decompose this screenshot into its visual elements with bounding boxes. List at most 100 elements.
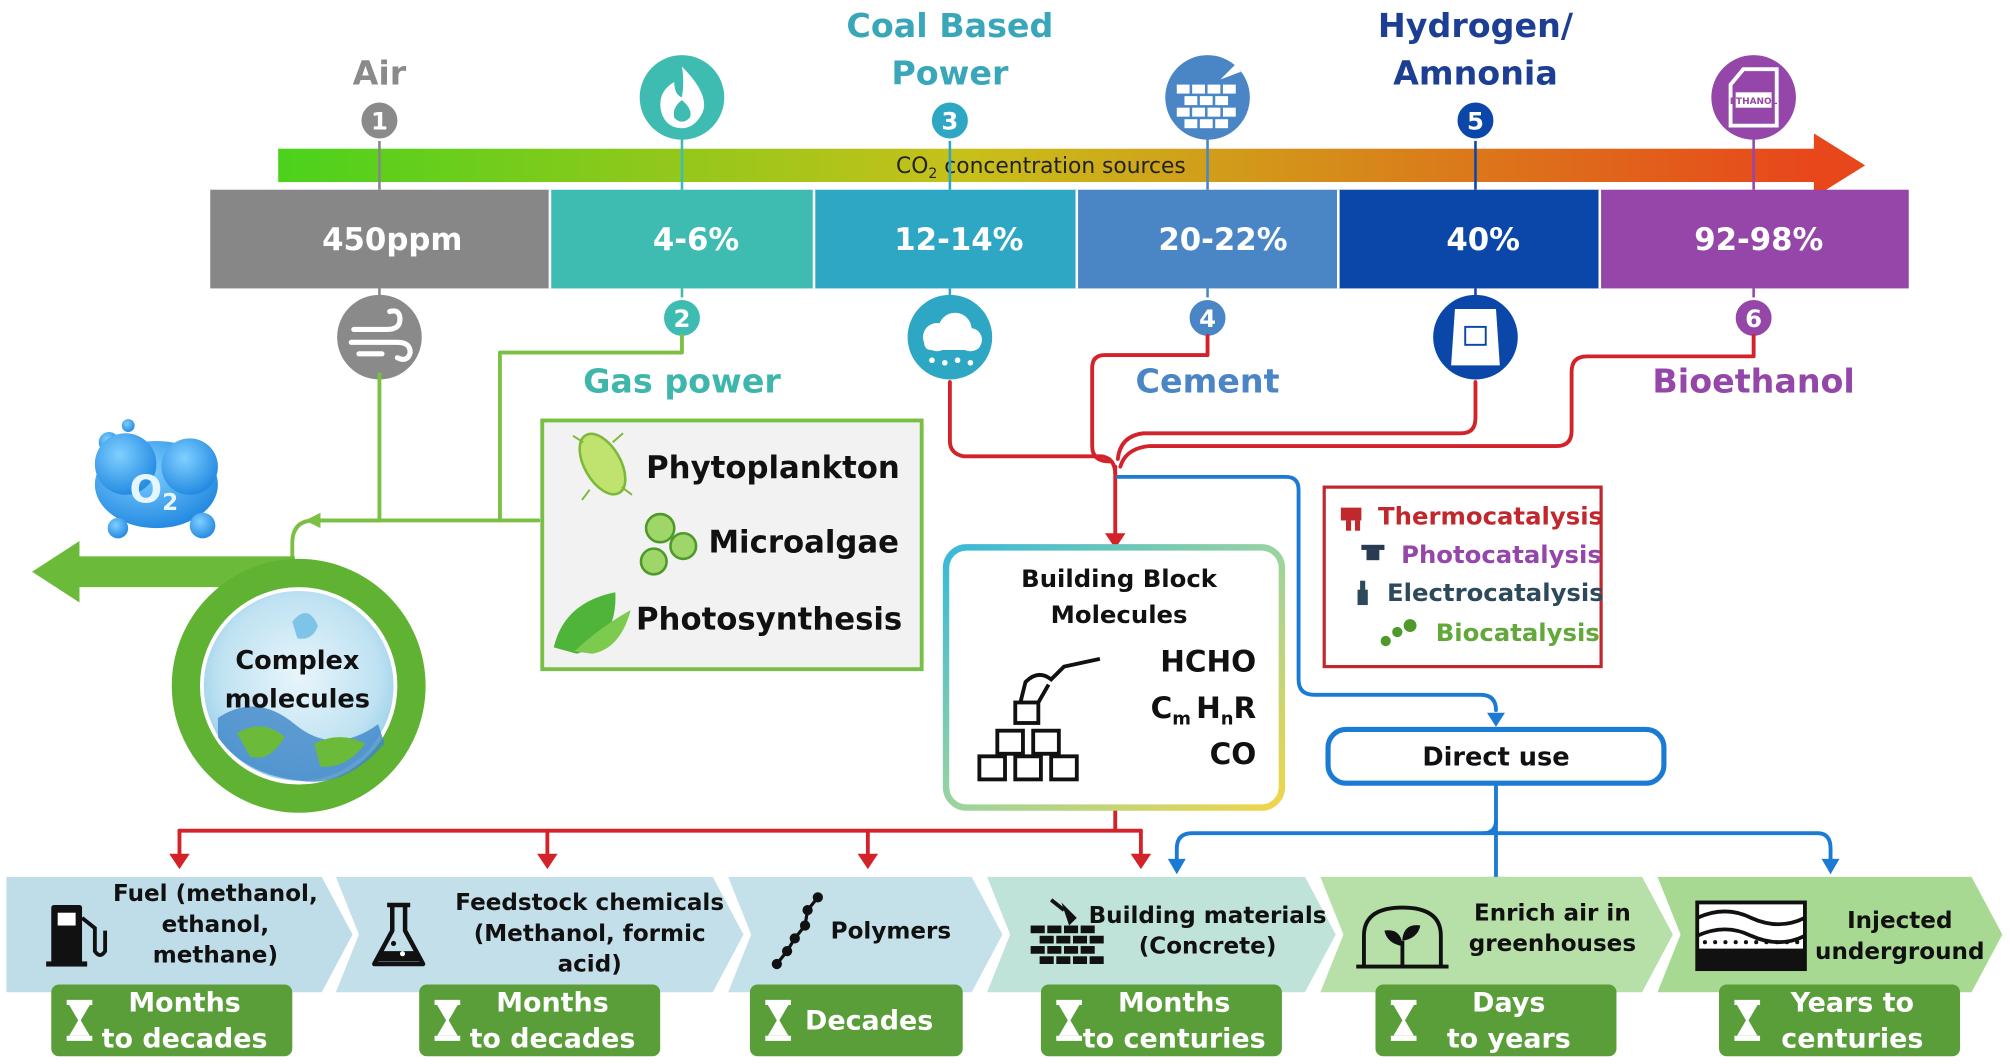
- use-label-line2: (Methanol, formic: [474, 921, 706, 947]
- source-name: Gas power: [583, 361, 781, 400]
- use-label-line1: Feedstock chemicals: [455, 890, 724, 916]
- hand-blocks-icon: [977, 657, 1101, 782]
- use-label-line2: greenhouses: [1469, 931, 1636, 957]
- use-label-line2: ethanol,: [162, 912, 270, 938]
- use-label-line2: underground: [1815, 939, 1984, 965]
- source-name-line1: Coal Based: [846, 6, 1053, 45]
- bar-value-3: 12-14%: [894, 222, 1023, 258]
- hourglass-icon: [66, 999, 93, 1041]
- sack-icon: [1433, 294, 1518, 380]
- source-name-line1: Hydrogen/: [1378, 6, 1574, 45]
- source-1: 1 Air: [337, 54, 422, 380]
- source-name: Bioethanol: [1652, 361, 1854, 400]
- time-label-line1: Months: [1118, 987, 1230, 1018]
- source-number-badge: 2: [661, 297, 703, 339]
- cloud-icon: [907, 294, 993, 380]
- formula-co: CO: [1210, 737, 1257, 771]
- concentration-arrow: CO2 concentration sources: [278, 133, 1866, 198]
- brick-wall-icon: [1165, 55, 1250, 140]
- hourglass-icon: [765, 999, 791, 1041]
- thermocatalysis-icon: [1340, 507, 1362, 531]
- concentration-bar: 450ppm 4-6% 12-14% 20-22% 40% 92-98%: [210, 189, 1909, 289]
- source-number: 6: [1745, 304, 1762, 333]
- bio-item-photosynthesis: Photosynthesis: [636, 601, 902, 637]
- wind-icon: [337, 294, 422, 380]
- complex-label-line2: molecules: [225, 685, 370, 715]
- time-label-line2: to decades: [470, 1023, 636, 1054]
- use-label-line1: Fuel (methanol,: [113, 881, 318, 907]
- complex-label-line1: Complex: [235, 646, 360, 676]
- bar-segment-1: [210, 189, 550, 289]
- source-number: 5: [1467, 106, 1484, 135]
- source-number: 2: [673, 304, 690, 333]
- source-name: Cement: [1136, 361, 1280, 400]
- use-label-line2: (Concrete): [1139, 934, 1277, 960]
- source-number-badge: 5: [1454, 99, 1496, 142]
- biocatalysis-icon: [1380, 619, 1417, 647]
- source-number-badge: 3: [929, 99, 971, 142]
- hourglass-icon: [434, 999, 461, 1041]
- building-block-title-1: Building Block: [1021, 564, 1218, 593]
- phytoplankton-icon: [572, 432, 633, 501]
- use-label-line1: Injected: [1847, 908, 1952, 934]
- source-name-line2: Amnonia: [1393, 54, 1558, 93]
- source-name-line2: Power: [891, 54, 1009, 93]
- bar-value-5: 40%: [1446, 222, 1520, 258]
- use-1: Fuel (methanol,ethanol,methane)Monthsto …: [6, 876, 353, 1057]
- time-label-line1: Months: [128, 987, 240, 1018]
- bar-value-6: 92-98%: [1694, 222, 1823, 258]
- bar-value-2: 4-6%: [653, 222, 739, 258]
- time-label-line2: to years: [1447, 1023, 1571, 1054]
- bricks-trowel-icon: [1030, 898, 1104, 964]
- polymer-chain-icon: [771, 892, 823, 970]
- catalysis-thermocatalysis: Thermocatalysis: [1378, 501, 1603, 530]
- complex-molecules-globe: Complex molecules: [32, 540, 426, 813]
- use-label-line1: Enrich air in: [1474, 900, 1631, 926]
- use-label-line3: acid): [558, 952, 622, 978]
- catalysis-photocatalysis: Photocatalysis: [1401, 540, 1602, 569]
- time-label: Decades: [805, 1005, 933, 1036]
- bar-value-4: 20-22%: [1158, 222, 1287, 258]
- bar-segment-3: [814, 189, 1077, 289]
- time-label-line1: Years to: [1790, 987, 1914, 1018]
- formula-hcho: HCHO: [1160, 645, 1256, 679]
- bar-segment-6: [1599, 189, 1909, 289]
- ground-layers-icon: [1695, 900, 1807, 972]
- photocatalysis-icon: [1361, 544, 1385, 561]
- source-number: 4: [1199, 304, 1216, 333]
- bar-value-1: 450ppm: [322, 222, 462, 258]
- source-number-badge: 1: [358, 99, 400, 142]
- catalysis-box: ThermocatalysisPhotocatalysisElectrocata…: [1322, 485, 1604, 669]
- source-number: 1: [371, 106, 388, 135]
- o2-label: O2: [129, 468, 178, 517]
- fuel-pump-icon: [46, 905, 108, 967]
- catalysis-electrocatalysis: Electrocatalysis: [1387, 578, 1604, 607]
- time-label-line2: to centuries: [1083, 1023, 1266, 1054]
- time-badge: Months to decades: [419, 984, 661, 1057]
- leaf-icon: [553, 592, 631, 654]
- bar-segment-5: [1338, 189, 1600, 289]
- time-badge: Months to centuries: [1040, 984, 1282, 1057]
- time-label-line1: Months: [496, 987, 608, 1018]
- flask-icon: [372, 902, 426, 967]
- catalysis-biocatalysis: Biocatalysis: [1436, 618, 1600, 647]
- ethanol-canister-icon: ETHANOL: [1711, 55, 1796, 140]
- bar-segment-2: [549, 189, 815, 289]
- electrocatalysis-icon: [1357, 580, 1368, 606]
- bio-item-phytoplankton: Phytoplankton: [646, 450, 900, 486]
- bar-segment-4: [1076, 189, 1339, 289]
- source-name: Air: [353, 54, 407, 93]
- bio-item-microalgae: Microalgae: [708, 524, 899, 560]
- microalgae-icon: [639, 512, 698, 576]
- source-number: 3: [941, 106, 958, 135]
